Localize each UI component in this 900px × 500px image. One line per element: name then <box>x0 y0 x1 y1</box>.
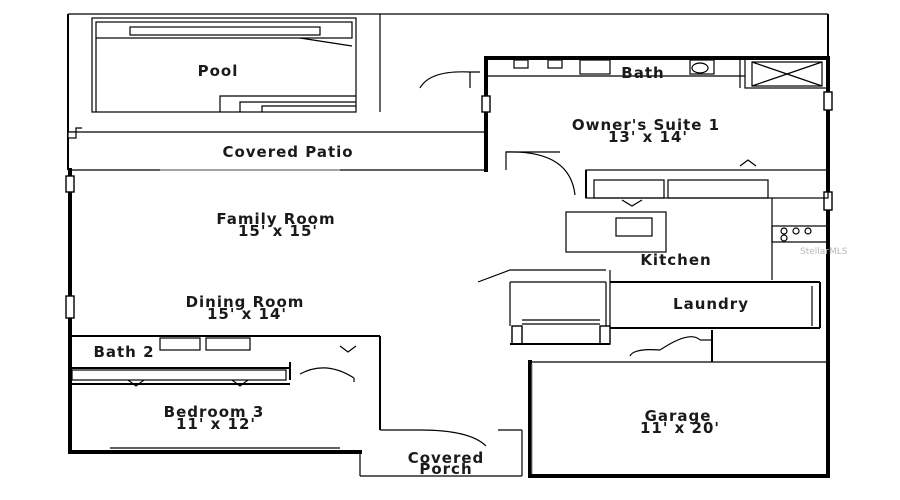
room-label-covered-patio: Covered Patio <box>222 143 353 161</box>
bath-2-fixtures <box>70 335 381 387</box>
room-label-owners-suite: Owner's Suite 1 <box>572 116 720 134</box>
master-bath-fixtures <box>419 57 829 89</box>
room-size-bedroom-3: 11' x 12' <box>176 415 256 433</box>
kitchen-fixtures <box>565 198 829 282</box>
room-label-bedroom-3: Bedroom 3 <box>164 403 265 421</box>
room-size-garage: 11' x 20' <box>640 419 720 437</box>
room-label-pool: Pool <box>198 62 239 80</box>
room-label-dining-room: Dining Room <box>186 293 305 311</box>
stairs <box>477 269 610 345</box>
room-size-owners-suite: 13' x 14' <box>608 128 688 146</box>
room-label-family-room: Family Room <box>216 210 335 228</box>
room-label-bath: Bath <box>621 64 664 82</box>
watermark: StellarMLS <box>800 247 848 257</box>
room-label-covered-porch-line2: Porch <box>419 460 472 478</box>
laundry-walls <box>609 281 821 362</box>
covered-porch-area <box>359 346 523 477</box>
master-suite-walls <box>505 151 829 207</box>
room-label-kitchen: Kitchen <box>640 251 711 269</box>
windows <box>65 91 833 345</box>
room-label-laundry: Laundry <box>673 295 749 313</box>
room-size-dining-room: 15' x 14' <box>207 305 287 323</box>
room-label-bath-2: Bath 2 <box>93 343 154 361</box>
covered-patio-area <box>67 127 486 171</box>
room-label-garage: Garage <box>645 407 712 425</box>
pool-area <box>67 13 829 170</box>
room-label-covered-porch-line1: Covered <box>408 449 485 467</box>
room-size-family-room: 15' x 15' <box>238 222 318 240</box>
